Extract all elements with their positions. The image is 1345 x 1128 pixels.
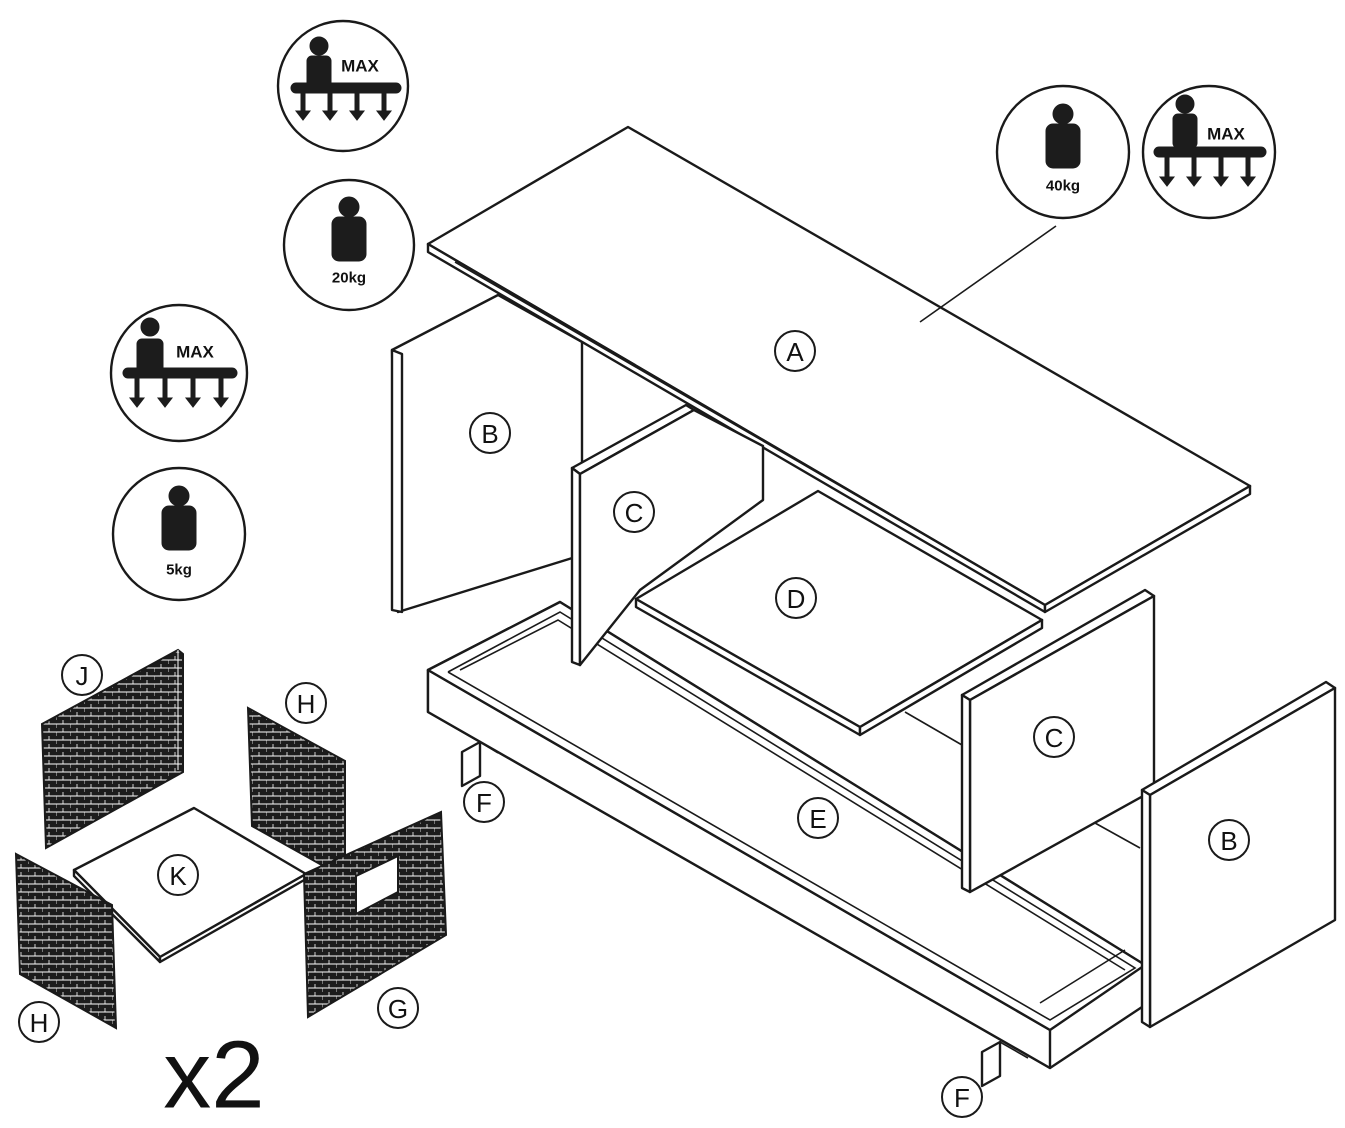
label-c-right: C <box>1033 716 1075 758</box>
svg-text:A: A <box>786 337 804 367</box>
label-f-left: F <box>463 781 505 823</box>
svg-text:G: G <box>388 994 408 1024</box>
svg-text:C: C <box>1045 723 1064 753</box>
svg-text:MAX: MAX <box>1207 125 1245 144</box>
svg-text:MAX: MAX <box>176 343 214 362</box>
svg-text:F: F <box>476 788 492 818</box>
label-e: E <box>797 797 839 839</box>
svg-text:40kg: 40kg <box>1046 178 1080 195</box>
svg-text:C: C <box>625 498 644 528</box>
basket-panel-h-left <box>14 852 118 1030</box>
svg-text:K: K <box>169 861 187 891</box>
top-load-max-icon: MAX <box>1141 84 1277 220</box>
weight-5kg-icon: 5kg <box>111 466 247 602</box>
handle-cutout <box>355 854 399 916</box>
shelf-load-max-icon: MAX <box>276 19 410 153</box>
basket-panel-j <box>40 648 184 850</box>
svg-text:D: D <box>787 584 806 614</box>
quantity-note: x2 <box>163 1022 264 1128</box>
label-b-right: B <box>1208 819 1250 861</box>
label-b-left: B <box>469 412 511 454</box>
base-frame-e <box>426 600 1147 1070</box>
shelf-panel-d <box>634 489 1044 737</box>
top-panel-a <box>426 125 1252 614</box>
label-a: A <box>774 330 816 372</box>
svg-text:F: F <box>954 1083 970 1113</box>
label-k: K <box>157 854 199 896</box>
svg-text:MAX: MAX <box>341 57 379 76</box>
svg-text:H: H <box>30 1008 49 1038</box>
svg-text:B: B <box>481 419 498 449</box>
svg-text:H: H <box>297 689 316 719</box>
leg-f-right <box>980 1040 1029 1088</box>
label-d: D <box>775 577 817 619</box>
label-h-left: H <box>18 1001 60 1043</box>
svg-text:J: J <box>76 661 89 691</box>
label-j: J <box>61 654 103 696</box>
basket-load-max-icon: MAX <box>109 303 249 443</box>
label-c-front: C <box>613 491 655 533</box>
svg-text:B: B <box>1220 826 1237 856</box>
leg-f-left <box>460 740 499 788</box>
svg-text:E: E <box>809 804 826 834</box>
basket-panel-g <box>302 810 448 1019</box>
label-h-top: H <box>285 682 327 724</box>
label-g: G <box>377 987 419 1029</box>
svg-text:5kg: 5kg <box>166 562 192 579</box>
leader-line <box>919 225 1057 323</box>
svg-text:20kg: 20kg <box>332 270 366 287</box>
weight-20kg-icon: 20kg <box>282 178 416 312</box>
weight-40kg-icon: 40kg <box>995 84 1131 220</box>
side-panel-b-right <box>1140 680 1337 1029</box>
divider-panel-c-front <box>570 403 765 667</box>
label-f-right: F <box>941 1076 983 1118</box>
